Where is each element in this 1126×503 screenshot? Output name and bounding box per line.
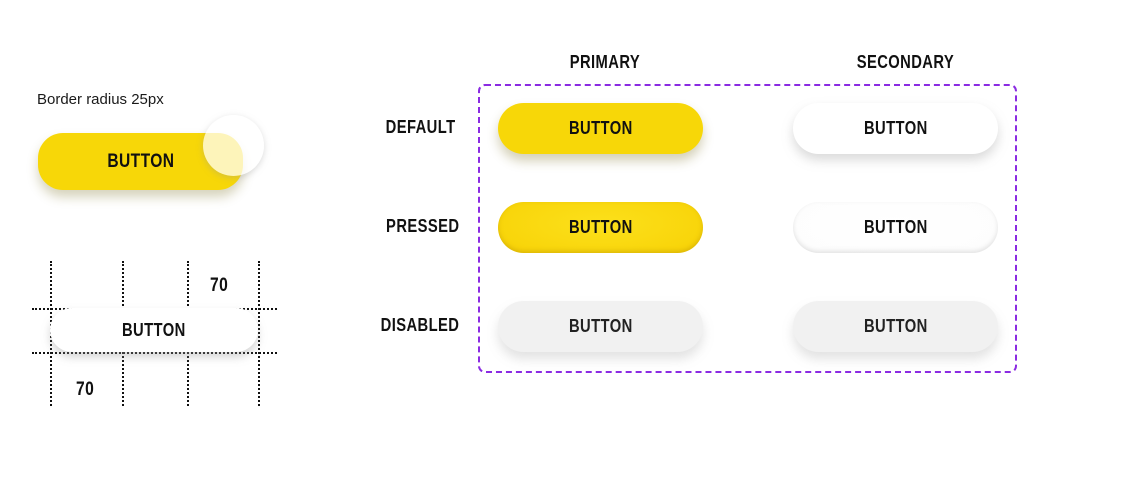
button-primary-pressed[interactable]: BUTTON	[498, 202, 703, 253]
measured-button[interactable]: BUTTON	[50, 308, 258, 352]
dimension-label-width: 70	[75, 379, 95, 400]
button-secondary-disabled: BUTTON	[793, 301, 998, 352]
measurement-grid-diagram: BUTTON 70 70	[0, 255, 300, 410]
button-secondary-default[interactable]: BUTTON	[793, 103, 998, 154]
button-secondary-pressed[interactable]: BUTTON	[793, 202, 998, 253]
row-header-default: DEFAULT	[385, 117, 456, 137]
button-label: BUTTON	[863, 217, 928, 237]
button-label: BUTTON	[568, 217, 633, 237]
guide-line-vertical	[258, 261, 260, 406]
state-matrix-container	[478, 84, 1017, 373]
button-label: BUTTON	[863, 118, 928, 138]
button-label: BUTTON	[106, 150, 175, 172]
button-primary-default[interactable]: BUTTON	[498, 103, 703, 154]
button-primary-disabled: BUTTON	[498, 301, 703, 352]
border-radius-note: Border radius 25px	[37, 91, 164, 108]
column-header-primary: PRIMARY	[569, 52, 641, 72]
button-label: BUTTON	[568, 118, 633, 138]
button-label: BUTTON	[863, 316, 928, 336]
row-header-pressed: PRESSED	[386, 216, 460, 236]
button-label: BUTTON	[568, 316, 633, 336]
radius-indicator-circle	[203, 115, 264, 176]
dimension-label-height: 70	[209, 275, 229, 296]
guide-line-horizontal	[32, 352, 277, 354]
button-label: BUTTON	[122, 319, 186, 340]
row-header-disabled: DISABLED	[380, 315, 460, 335]
column-header-secondary: SECONDARY	[856, 52, 955, 72]
